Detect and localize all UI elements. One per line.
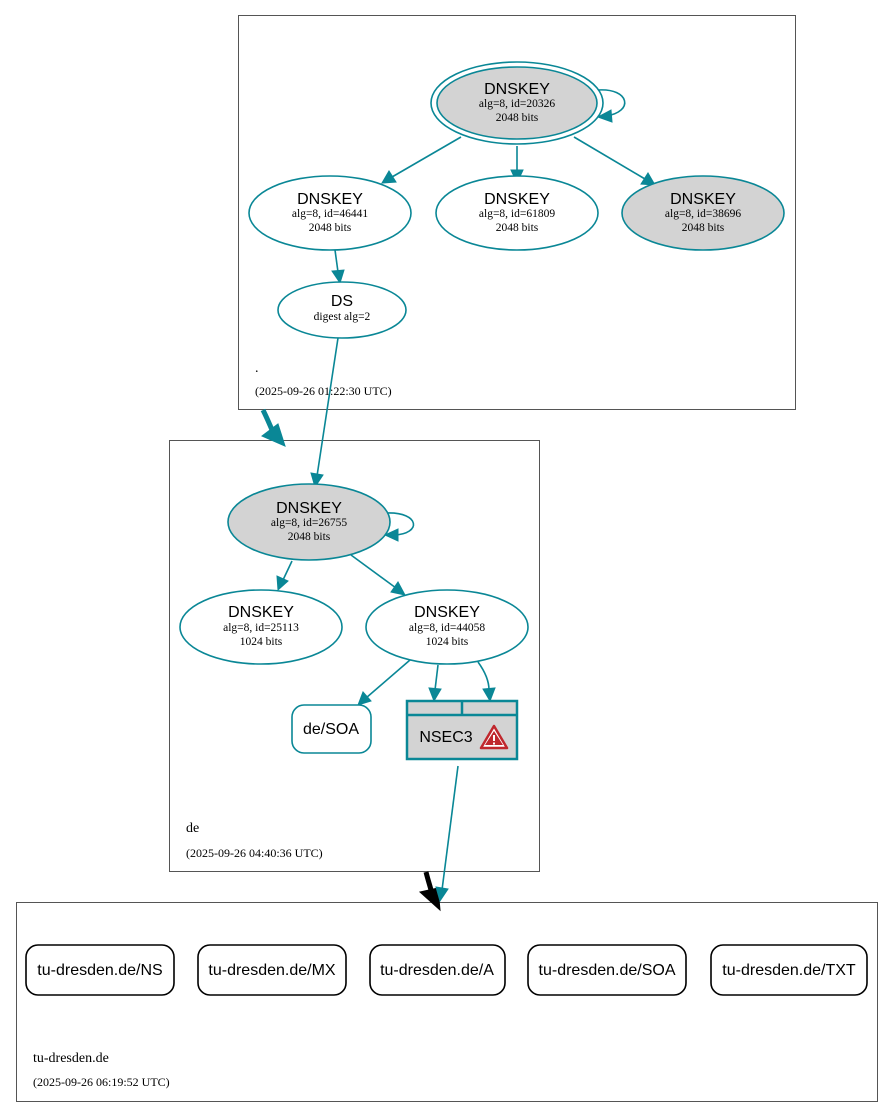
node-title: DNSKEY — [228, 604, 294, 621]
arrowhead — [428, 687, 442, 703]
node-title: DS — [331, 293, 353, 310]
zone-root-timestamp: (2025-09-26 01:22:30 UTC) — [255, 384, 392, 398]
de-ksk-node[interactable]: DNSKEY alg=8, id=26755 2048 bits — [227, 483, 391, 561]
edge-ds-to-de-ksk — [316, 337, 339, 477]
arrowhead — [383, 528, 399, 542]
edge-de-ksk-zsk1 — [282, 560, 293, 581]
node-alg-id: alg=8, id=46441 — [292, 208, 368, 220]
node-bits: 1024 bits — [240, 636, 283, 648]
node-bits: 2048 bits — [288, 531, 331, 543]
zone-tu-dresden-box — [16, 902, 878, 1102]
root-ksk2-node[interactable]: DNSKEY alg=8, id=38696 2048 bits — [621, 175, 785, 251]
node-alg-id: alg=8, id=38696 — [665, 208, 741, 220]
root-zsk2-node[interactable]: DNSKEY alg=8, id=61809 2048 bits — [435, 175, 599, 251]
root-edges — [331, 89, 656, 285]
node-alg-id: alg=8, id=61809 — [479, 208, 555, 220]
de-edges — [276, 512, 496, 706]
arrowhead — [482, 687, 496, 703]
arrowhead — [596, 109, 613, 123]
rr-label: NSEC3 — [419, 729, 472, 746]
node-bits: 2048 bits — [682, 222, 725, 234]
node-bits: 2048 bits — [309, 222, 352, 234]
zone-tu-name: tu-dresden.de — [33, 1051, 109, 1066]
de-zsk1-node[interactable]: DNSKEY alg=8, id=25113 1024 bits — [179, 589, 343, 665]
root-zsk1-node[interactable]: DNSKEY alg=8, id=46441 2048 bits — [248, 175, 412, 251]
node-bits: 1024 bits — [426, 636, 469, 648]
edge-de-zsk2-nsec3-b — [477, 661, 490, 691]
node-digest: digest alg=2 — [314, 311, 371, 323]
warning-triangle-icon — [479, 724, 509, 750]
arrowhead — [381, 170, 397, 184]
arrowhead — [331, 269, 345, 285]
edge-root-ksk-selfloop — [597, 89, 626, 117]
tu-a-node[interactable]: tu-dresden.de/A — [369, 944, 506, 996]
de-soa-node[interactable]: de/SOA — [291, 704, 372, 754]
edge-de-zsk2-nsec3-a — [434, 664, 439, 691]
node-title: DNSKEY — [484, 191, 550, 208]
edge-de-ksk-zsk2 — [350, 554, 397, 589]
tu-mx-node[interactable]: tu-dresden.de/MX — [197, 944, 347, 996]
zone-root-name: . — [255, 361, 259, 376]
tu-txt-node[interactable]: tu-dresden.de/TXT — [710, 944, 868, 996]
node-title: DNSKEY — [297, 191, 363, 208]
arrowhead — [640, 172, 656, 186]
arrowhead — [261, 423, 286, 447]
node-alg-id: alg=8, id=20326 — [479, 98, 555, 110]
node-alg-id: alg=8, id=25113 — [223, 622, 299, 634]
edge-root-zsk1-ds — [334, 249, 339, 273]
root-ksk-node[interactable]: DNSKEY alg=8, id=20326 2048 bits — [430, 61, 604, 145]
tu-ns-node[interactable]: tu-dresden.de/NS — [25, 944, 175, 996]
arrowhead — [390, 581, 406, 596]
de-nsec3-node[interactable]: NSEC3 — [405, 699, 519, 761]
rr-label: tu-dresden.de/NS — [37, 962, 162, 979]
arrowhead — [357, 691, 372, 706]
node-title: DNSKEY — [670, 191, 736, 208]
root-ds-node[interactable]: DS digest alg=2 — [277, 281, 407, 339]
zone-de-name: de — [186, 821, 199, 836]
zone-de-timestamp: (2025-09-26 04:40:36 UTC) — [186, 846, 323, 860]
edge-root-ksk-ksk2 — [573, 136, 646, 180]
tu-soa-node[interactable]: tu-dresden.de/SOA — [527, 944, 687, 996]
de-zsk2-node[interactable]: DNSKEY alg=8, id=44058 1024 bits — [365, 589, 529, 665]
arrowhead — [276, 575, 289, 592]
node-title: DNSKEY — [414, 604, 480, 621]
node-bits: 2048 bits — [496, 112, 539, 124]
edge-root-ksk-zsk1 — [391, 136, 462, 178]
rr-label: tu-dresden.de/A — [380, 962, 494, 979]
rr-label: tu-dresden.de/SOA — [539, 962, 676, 979]
delegation-de-tu — [423, 871, 434, 891]
node-alg-id: alg=8, id=26755 — [271, 517, 347, 529]
node-alg-id: alg=8, id=44058 — [409, 622, 485, 634]
edge-de-ksk-selfloop — [386, 512, 415, 536]
edge-de-zsk2-soa — [365, 659, 411, 699]
zone-tu-timestamp: (2025-09-26 06:19:52 UTC) — [33, 1075, 170, 1089]
rr-label: de/SOA — [303, 721, 359, 738]
arrowhead — [435, 886, 449, 903]
node-bits: 2048 bits — [496, 222, 539, 234]
rr-label: tu-dresden.de/MX — [208, 962, 336, 979]
edge-nsec3-to-tu — [441, 765, 459, 891]
rr-label: tu-dresden.de/TXT — [722, 962, 856, 979]
node-title: DNSKEY — [484, 81, 550, 98]
node-title: DNSKEY — [276, 500, 342, 517]
